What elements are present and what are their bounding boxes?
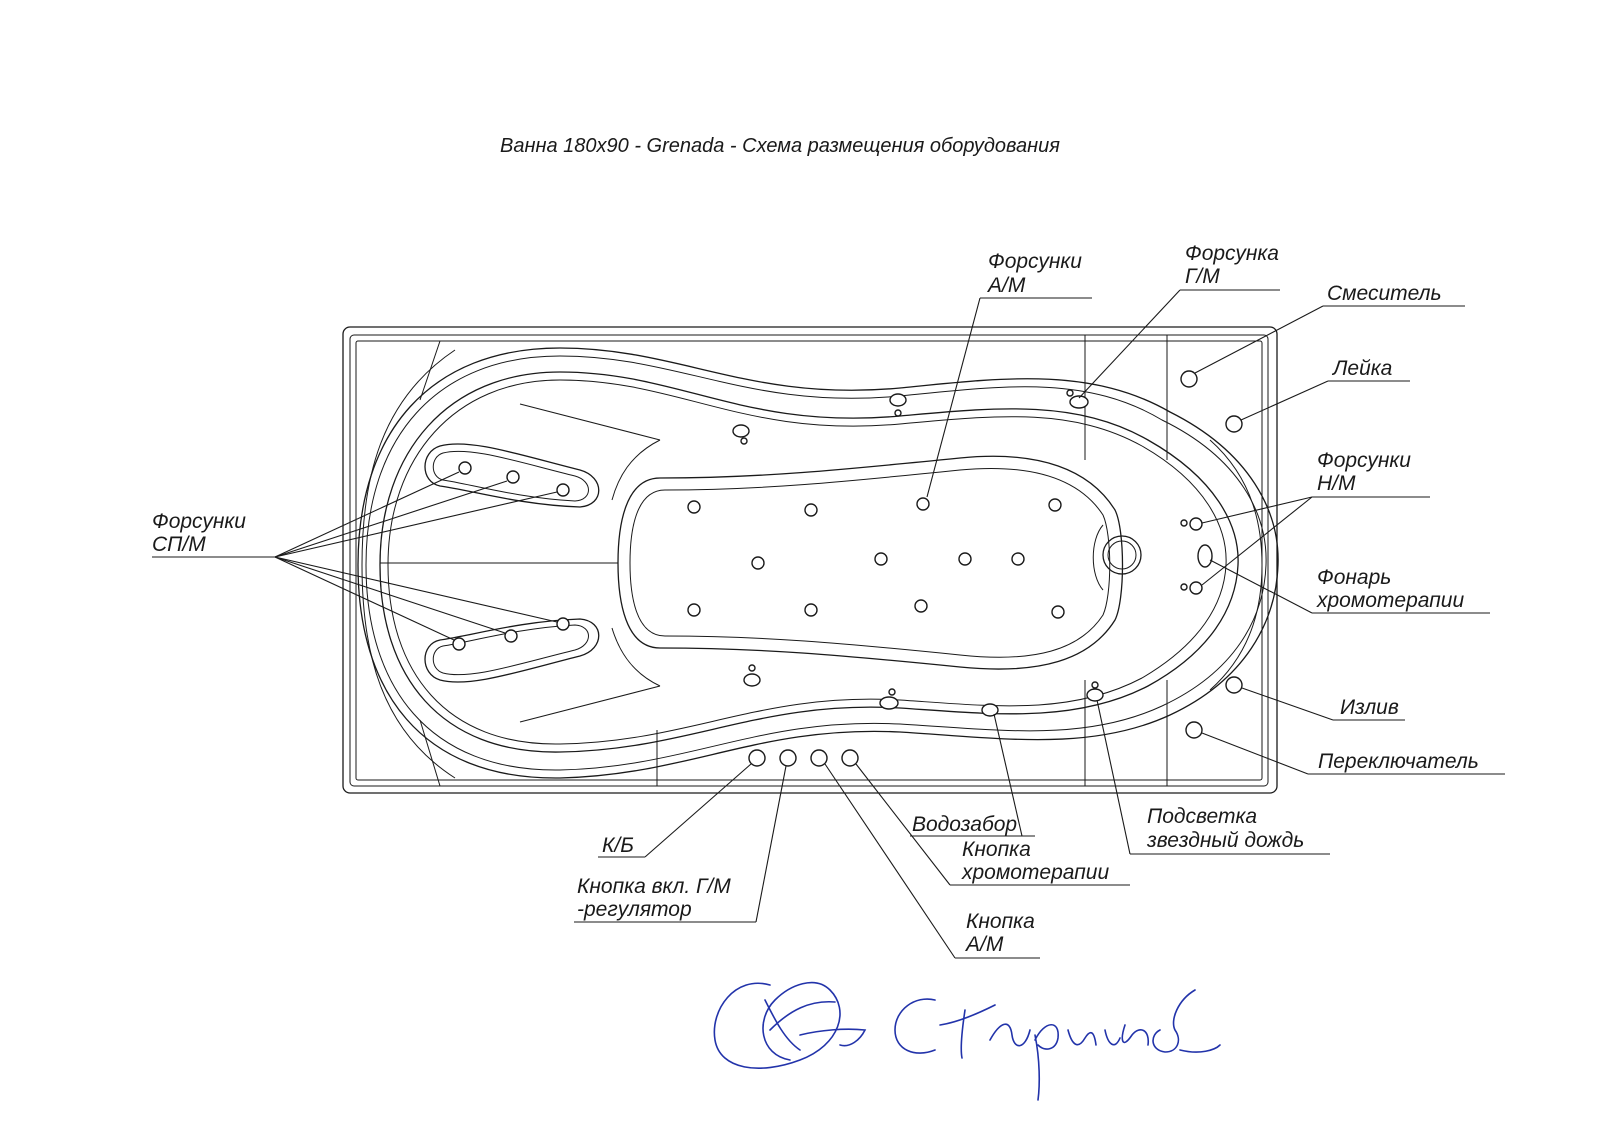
- mixer-hole: [1180, 370, 1198, 388]
- cold-water-button: [748, 749, 766, 767]
- label-forsunki-nm-line2: Н/М: [1317, 472, 1356, 495]
- air-jet: [874, 552, 888, 566]
- air-button: [810, 749, 828, 767]
- air-jet: [958, 552, 972, 566]
- label-forsunki-spm-line2: СП/М: [152, 533, 206, 556]
- label-forsunki-am-line1: Форсунки: [988, 250, 1082, 273]
- bathtub-outline: [342, 326, 1279, 794]
- label-forsunka-gm-line2: Г/М: [1185, 265, 1220, 288]
- label-knopka-gm-line1: Кнопка вкл. Г/М: [577, 875, 731, 898]
- air-jet: [751, 556, 765, 570]
- label-smesitel: Смеситель: [1327, 282, 1442, 305]
- label-kb: К/Б: [602, 834, 634, 857]
- label-pereklyuchatel: Переключатель: [1318, 750, 1479, 773]
- label-knopka-am-line2: А/М: [964, 933, 1004, 956]
- armrest-jets: [452, 461, 570, 651]
- air-jet: [914, 599, 928, 613]
- air-jet: [804, 503, 818, 517]
- label-knopka-gm-line2: -регулятор: [577, 898, 692, 921]
- label-knopka-hromo-line2: хромотерапии: [961, 861, 1109, 884]
- label-forsunki-spm-line1: Форсунки: [152, 510, 246, 533]
- label-podsvetka-line2: звездный дождь: [1146, 829, 1304, 852]
- label-knopka-hromo-line1: Кнопка: [962, 838, 1031, 861]
- diagram-title: Ванна 180х90 - Grenada - Схема размещени…: [500, 135, 1060, 157]
- label-podsvetka-line1: Подсветка: [1147, 805, 1257, 828]
- air-jet: [916, 497, 930, 511]
- switch-hole: [1185, 721, 1203, 739]
- chromo-button: [841, 749, 859, 767]
- label-forsunki-am-line2: А/М: [986, 274, 1026, 297]
- labels: Форсунки А/М Форсунка Г/М Смеситель Лейк…: [152, 242, 1479, 956]
- air-jet: [804, 603, 818, 617]
- label-fonar-line2: хромотерапии: [1316, 589, 1464, 612]
- signature: [713, 981, 1221, 1101]
- label-vodozabor: Водозабор: [912, 813, 1017, 836]
- label-fonar-line1: Фонарь: [1317, 566, 1391, 589]
- label-knopka-am-line1: Кнопка: [966, 910, 1035, 933]
- label-izliv: Излив: [1340, 696, 1399, 719]
- hydro-jets: [732, 389, 1213, 717]
- shower-hole: [1225, 415, 1243, 433]
- deck-fixtures: [748, 370, 1243, 767]
- air-jet: [1051, 605, 1065, 619]
- hydro-button: [779, 749, 797, 767]
- air-jet: [687, 603, 701, 617]
- spout-hole: [1225, 676, 1243, 694]
- leader-lines: [152, 289, 1505, 959]
- label-leyka: Лейка: [1331, 357, 1392, 380]
- air-jet: [1011, 552, 1025, 566]
- label-forsunki-nm-line1: Форсунки: [1317, 449, 1411, 472]
- label-forsunka-gm-line1: Форсунка: [1185, 242, 1279, 265]
- air-jet: [687, 500, 701, 514]
- air-jet: [1048, 498, 1062, 512]
- air-jets: [687, 497, 1065, 619]
